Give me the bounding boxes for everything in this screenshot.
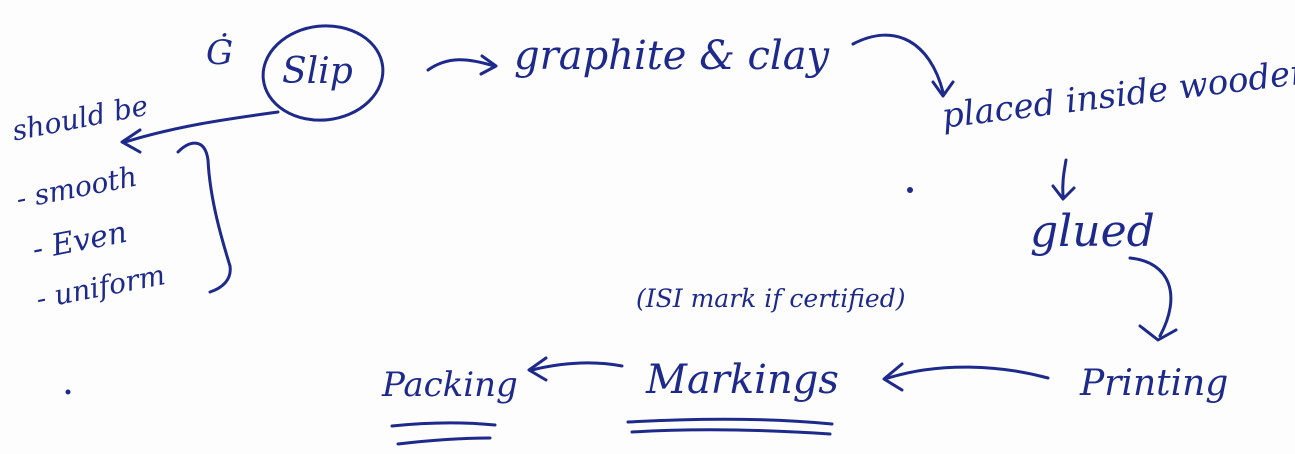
node-printing: Printing [1080,363,1229,404]
arrow-markings-to-packing-head [527,356,548,382]
arrow-slip-to-graphite-head [479,54,498,76]
node-packing: Packing [382,365,518,405]
node-markings: Markings [646,357,839,403]
arrow-slip-to-graphite [426,58,496,72]
arrow-placed-to-glued [1061,158,1068,198]
arrow-slip-to-should-be-head [120,128,142,154]
stray-dot-2 [65,389,71,395]
arrow-printing-to-markings-head [882,362,904,392]
arrow-printing-to-markings [886,365,1050,380]
packing-underline-1 [390,421,497,428]
arrow-glued-to-printing [1128,256,1173,338]
markings-underline-2 [630,428,832,436]
markings-underline-1 [626,417,834,426]
packing-underline-2 [396,436,492,446]
arrow-graphite-to-placed [851,33,945,94]
marker-glyph: Ġ [206,33,234,73]
stray-dot-1 [907,187,913,193]
node-graphite-clay: graphite & clay [514,33,830,79]
node-slip: Slip [282,51,353,92]
arrow-placed-to-glued-head [1051,184,1076,201]
arrow-graphite-to-placed-head [931,80,955,98]
properties-bracket [176,141,232,294]
isi-mark-note: (ISI mark if certified) [636,284,906,313]
arrow-slip-to-should-be [123,110,280,144]
arrow-glued-to-printing-head [1138,324,1178,342]
arrow-markings-to-packing [530,361,624,372]
slip-circle [261,24,385,122]
node-glued: glued [1030,206,1155,257]
